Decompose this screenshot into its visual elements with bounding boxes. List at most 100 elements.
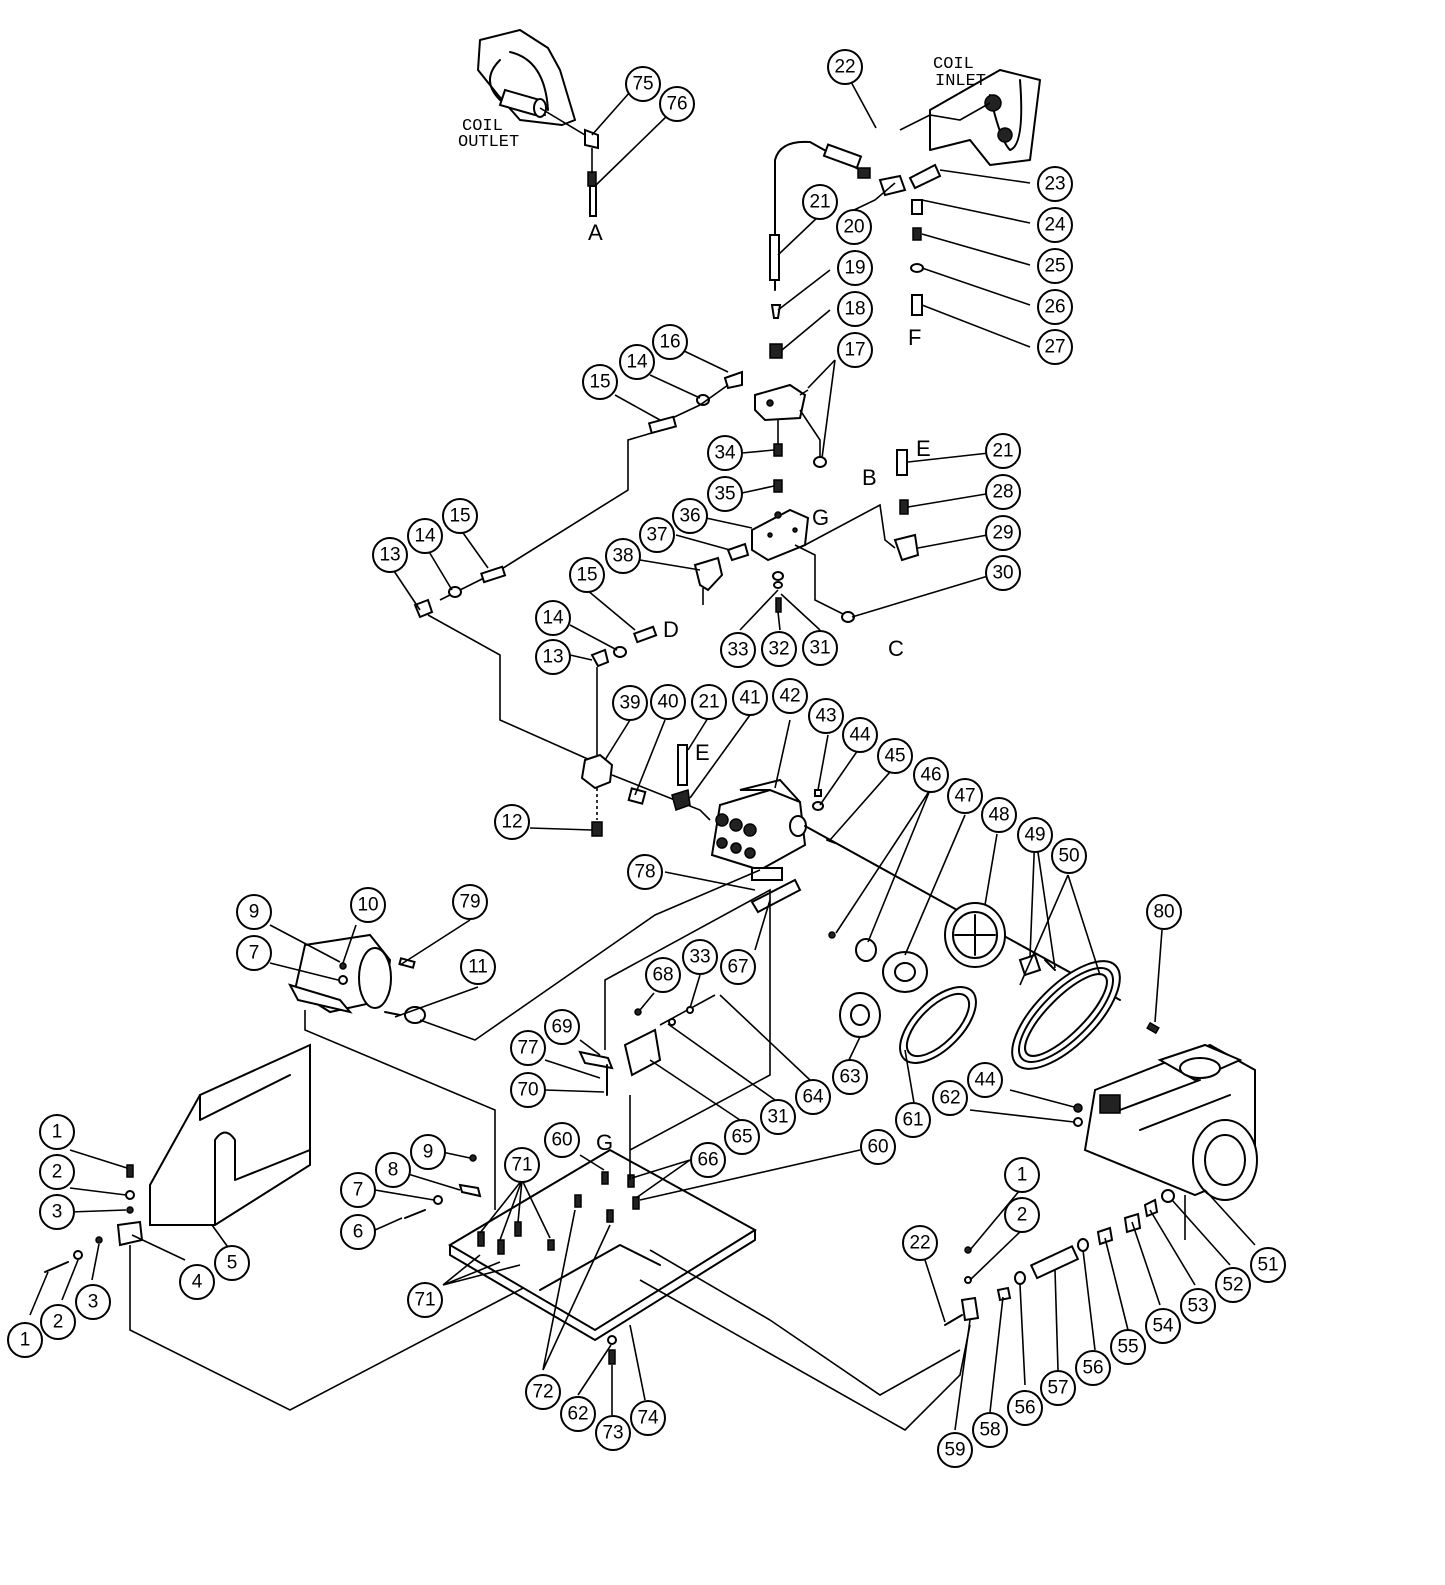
callout-6: 6 [340,1214,376,1250]
svg-text:33: 33 [727,640,748,661]
callout-23: 23 [1037,166,1073,202]
manifold-block: G E B C [693,436,931,661]
svg-text:1: 1 [20,1330,31,1351]
svg-text:1: 1 [52,1122,63,1143]
svg-text:44: 44 [974,1070,996,1091]
svg-text:55: 55 [1117,1337,1138,1358]
svg-text:58: 58 [979,1420,1000,1441]
callout-48: 48 [981,797,1017,833]
svg-text:56: 56 [1014,1398,1035,1419]
letter-c: C [888,636,904,661]
belt-guard [44,1043,616,1411]
svg-text:41: 41 [739,688,760,709]
svg-text:1: 1 [1017,1165,1028,1186]
svg-text:60: 60 [551,1130,572,1151]
callout-65: 65 [724,1119,760,1155]
callout-38: 38 [605,538,641,574]
callout-9-mid: 9 [410,1134,446,1170]
callout-3-left-bottom: 3 [75,1284,111,1320]
callout-32: 32 [761,631,797,667]
svg-text:36: 36 [679,506,700,527]
svg-text:22: 22 [909,1233,930,1254]
svg-text:65: 65 [731,1127,752,1148]
callout-60-right: 60 [860,1129,896,1165]
svg-text:21: 21 [698,692,719,713]
callout-1-left-bottom: 1 [7,1322,43,1358]
callout-76: 76 [659,86,695,122]
callout-12: 12 [494,804,530,840]
callout-34: 34 [707,435,743,471]
callout-24: 24 [1037,207,1073,243]
callout-79: 79 [452,884,488,920]
callout-46: 46 [913,757,949,793]
svg-text:60: 60 [867,1137,888,1158]
callout-55: 55 [1110,1329,1146,1365]
svg-text:9: 9 [249,902,260,923]
callout-16: 16 [652,324,688,360]
svg-text:46: 46 [920,765,941,786]
callout-21-top: 21 [802,184,838,220]
callout-bubbles: 75 76 22 23 24 25 26 27 20 21 19 18 17 1… [7,49,1286,1468]
callout-69: 69 [544,1009,580,1045]
callout-77: 77 [510,1030,546,1066]
svg-text:25: 25 [1044,256,1065,277]
callout-15-top: 15 [582,364,618,400]
letter-e-top: E [916,436,931,461]
svg-text:14: 14 [626,352,648,373]
callout-13-left: 13 [372,537,408,573]
callout-56-high: 56 [1075,1350,1111,1386]
callout-7-top: 7 [236,935,272,971]
callout-14-mid: 14 [535,600,571,636]
callout-51: 51 [1250,1247,1286,1283]
svg-text:13: 13 [542,647,563,668]
callout-8: 8 [375,1152,411,1188]
callout-73: 73 [595,1415,631,1451]
callout-42: 42 [772,678,808,714]
svg-text:79: 79 [459,892,480,913]
svg-text:71: 71 [414,1290,435,1311]
letter-f: F [908,325,921,350]
engine [1073,1043,1258,1201]
callout-5: 5 [214,1245,250,1281]
callout-62-engine: 62 [932,1080,968,1116]
svg-text:22: 22 [834,57,855,78]
coil-inlet-label-line2: INLET [935,72,986,91]
callout-13-mid: 13 [535,639,571,675]
callout-33-mid: 33 [682,939,718,975]
svg-text:15: 15 [576,565,597,586]
svg-text:44: 44 [849,725,871,746]
svg-text:7: 7 [353,1180,364,1201]
svg-text:7: 7 [249,943,260,964]
letter-b: B [862,465,877,490]
callout-19: 19 [837,250,873,286]
svg-text:32: 32 [768,639,789,660]
callout-7-mid: 7 [340,1172,376,1208]
svg-text:53: 53 [1187,1296,1208,1317]
coil-inlet-label-line1: COIL [933,55,974,74]
callout-15-left: 15 [442,498,478,534]
svg-text:18: 18 [844,299,865,320]
callout-33: 33 [720,632,756,668]
left-plumbing: D E [413,565,711,837]
svg-text:16: 16 [659,332,680,353]
svg-text:72: 72 [532,1382,553,1403]
callout-78: 78 [627,854,663,890]
callout-67: 67 [720,949,756,985]
callout-49: 49 [1017,817,1053,853]
letter-g-bottom: G [596,1130,613,1155]
svg-text:28: 28 [992,482,1013,503]
callout-20: 20 [836,209,872,245]
svg-text:54: 54 [1152,1316,1174,1337]
svg-text:73: 73 [602,1423,623,1444]
callout-47: 47 [947,778,983,814]
coil-inlet-assembly: COIL INLET [899,55,1041,166]
callout-53: 53 [1180,1288,1216,1324]
svg-text:71: 71 [511,1155,532,1176]
callout-63: 63 [832,1059,868,1095]
callout-45: 45 [877,738,913,774]
svg-text:38: 38 [612,546,633,567]
callout-29: 29 [985,515,1021,551]
coil-outlet-label-line2: OUTLET [458,133,519,152]
svg-text:34: 34 [714,443,736,464]
